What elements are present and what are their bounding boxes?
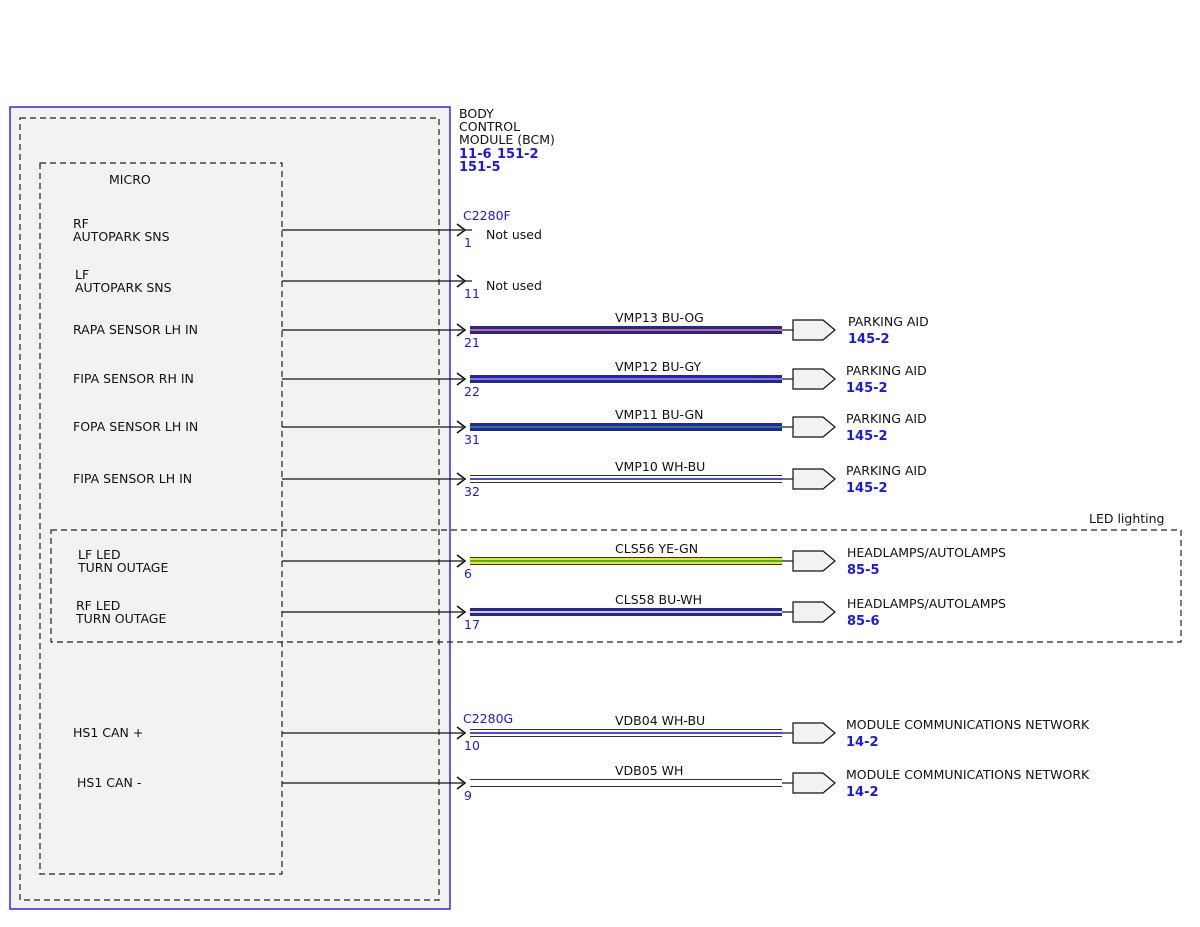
signal-label-31: FOPA SENSOR LH IN <box>73 419 198 434</box>
wire-label-31: VMP11 BU-GN <box>615 407 703 422</box>
pin-number-1: 1 <box>464 235 472 250</box>
pin-number-32: 32 <box>464 484 480 499</box>
wire-31-stripe <box>470 426 782 428</box>
pin-chevron-icon <box>456 323 467 337</box>
led-lighting-label: LED lighting <box>1089 511 1165 526</box>
destination-arrow-icon <box>792 601 836 623</box>
destination-label-17: HEADLAMPS/AUTOLAMPS <box>847 596 1006 611</box>
pin-number-11: 11 <box>464 286 480 301</box>
destination-label-21: PARKING AID <box>848 314 929 329</box>
module-ref-link[interactable]: 11-6 <box>459 147 492 162</box>
pin-number-6: 6 <box>464 566 472 581</box>
wire-22-stripe <box>470 378 782 380</box>
pin-chevron-icon <box>456 420 467 434</box>
connector-label-c2280f: C2280F <box>463 208 511 223</box>
signal-label-11: LF <box>75 267 89 282</box>
pin-number-31: 31 <box>464 432 480 447</box>
destination-arrow-icon <box>792 550 836 572</box>
signal-label-6: LF LED <box>78 547 121 562</box>
bcm-inner-dashed-box <box>19 117 440 901</box>
wire-label-22: VMP12 BU-GY <box>615 359 702 374</box>
not-used-label-11: Not used <box>486 278 542 293</box>
destination-ref-link-32[interactable]: 145-2 <box>846 481 888 496</box>
pin-number-10: 10 <box>464 738 480 753</box>
signal-label-22: FIPA SENSOR RH IN <box>73 371 194 386</box>
pin-number-17: 17 <box>464 617 480 632</box>
module-name-line-1: BODY <box>459 106 494 121</box>
signal-label-21: RAPA SENSOR LH IN <box>73 322 198 337</box>
bcm-module-box <box>9 106 451 910</box>
wire-9-stripe <box>470 782 782 784</box>
destination-arrow-icon <box>792 772 836 794</box>
pin-chevron-icon <box>456 472 467 486</box>
destination-arrow-icon <box>792 416 836 438</box>
module-name-line-3: MODULE (BCM) <box>459 132 555 147</box>
wire-label-6: CLS56 YE-GN <box>615 541 698 556</box>
destination-ref-link-10[interactable]: 14-2 <box>846 735 879 750</box>
signal-label-11: AUTOPARK SNS <box>75 280 172 295</box>
destination-ref-link-22[interactable]: 145-2 <box>846 381 888 396</box>
pin-chevron-icon <box>456 372 467 386</box>
pin-chevron-icon <box>456 554 467 568</box>
wire-17-stripe <box>470 611 782 613</box>
signal-label-17: RF LED <box>76 598 120 613</box>
destination-arrow-icon <box>792 319 836 341</box>
destination-ref-link-6[interactable]: 85-5 <box>847 563 880 578</box>
destination-label-22: PARKING AID <box>846 363 927 378</box>
not-used-label-1: Not used <box>486 227 542 242</box>
destination-ref-link-31[interactable]: 145-2 <box>846 429 888 444</box>
signal-label-1: AUTOPARK SNS <box>73 229 170 244</box>
module-ref-link[interactable]: 151-5 <box>459 160 501 175</box>
wire-label-10: VDB04 WH-BU <box>615 713 705 728</box>
pin-number-9: 9 <box>464 788 472 803</box>
signal-label-10: HS1 CAN + <box>73 725 143 740</box>
module-name-line-2: CONTROL <box>459 119 520 134</box>
wire-32-stripe <box>470 478 782 480</box>
destination-ref-link-17[interactable]: 85-6 <box>847 614 880 629</box>
destination-label-32: PARKING AID <box>846 463 927 478</box>
signal-label-32: FIPA SENSOR LH IN <box>73 471 192 486</box>
pin-number-21: 21 <box>464 335 480 350</box>
destination-ref-link-21[interactable]: 145-2 <box>848 332 890 347</box>
destination-ref-link-9[interactable]: 14-2 <box>846 785 879 800</box>
pin-chevron-icon <box>456 776 467 790</box>
wire-label-32: VMP10 WH-BU <box>615 459 705 474</box>
wire-label-9: VDB05 WH <box>615 763 683 778</box>
micro-label: MICRO <box>109 172 151 187</box>
wire-10-stripe <box>470 732 782 734</box>
signal-label-1: RF <box>73 216 89 231</box>
signal-label-9: HS1 CAN - <box>77 775 141 790</box>
module-ref-link[interactable]: 151-2 <box>497 147 539 162</box>
pin-chevron-icon <box>456 726 467 740</box>
destination-arrow-icon <box>792 722 836 744</box>
wire-21-stripe <box>470 329 782 331</box>
destination-label-6: HEADLAMPS/AUTOLAMPS <box>847 545 1006 560</box>
destination-label-9: MODULE COMMUNICATIONS NETWORK <box>846 767 1090 782</box>
destination-label-31: PARKING AID <box>846 411 927 426</box>
wire-label-21: VMP13 BU-OG <box>615 310 704 325</box>
wire-6-stripe <box>470 560 782 562</box>
micro-box <box>39 162 283 875</box>
signal-label-6: TURN OUTAGE <box>77 560 168 575</box>
pin-chevron-icon <box>456 605 467 619</box>
connector-label-c2280g: C2280G <box>463 711 513 726</box>
pin-number-22: 22 <box>464 384 480 399</box>
led-lighting-group-box <box>50 529 1182 643</box>
destination-label-10: MODULE COMMUNICATIONS NETWORK <box>846 717 1090 732</box>
destination-arrow-icon <box>792 468 836 490</box>
wire-label-17: CLS58 BU-WH <box>615 592 702 607</box>
destination-arrow-icon <box>792 368 836 390</box>
signal-label-17: TURN OUTAGE <box>75 611 166 626</box>
